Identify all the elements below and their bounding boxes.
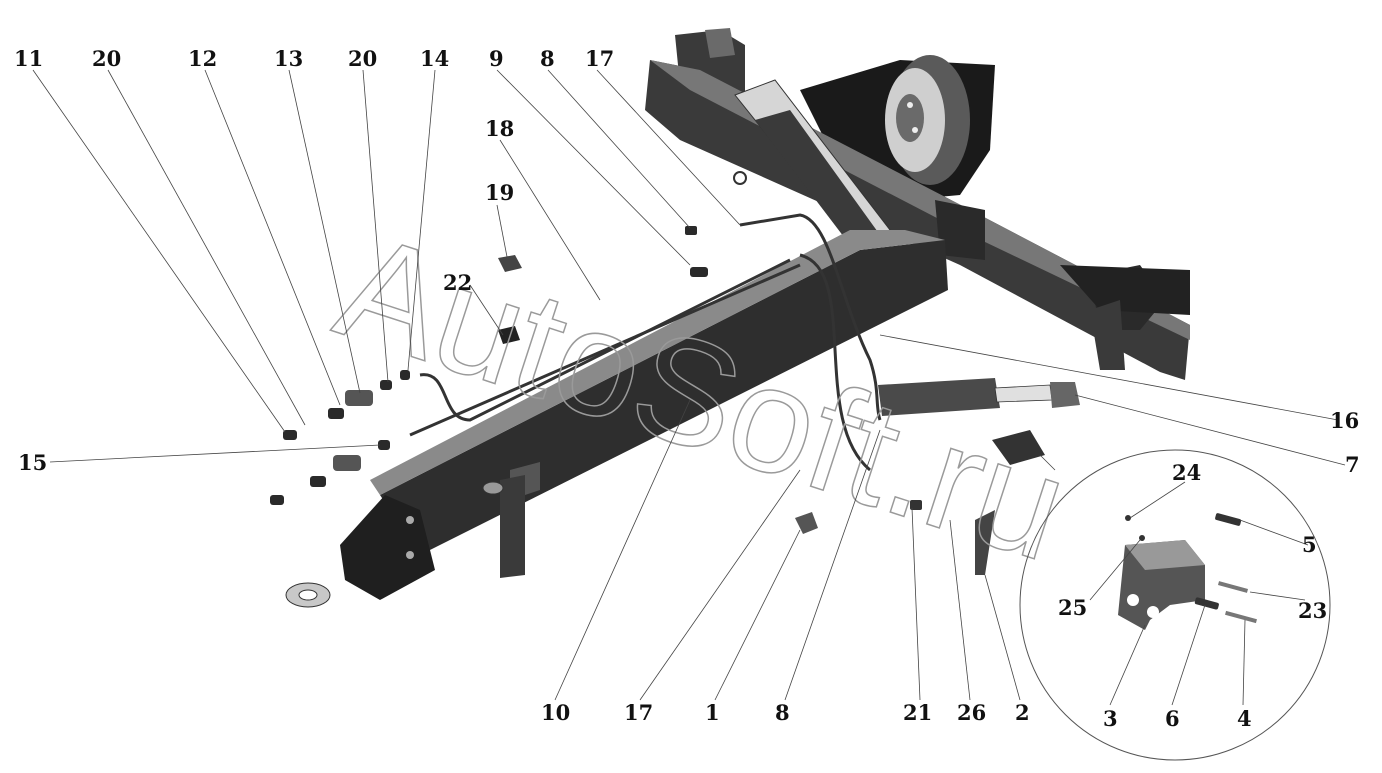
label-17-top: 17 (585, 46, 614, 71)
label-6: 6 (1165, 706, 1180, 731)
label-20-second: 20 (348, 46, 377, 71)
label-18: 18 (485, 116, 514, 141)
fittings-left (270, 226, 708, 505)
label-15: 15 (18, 450, 47, 475)
rear-frame (645, 28, 1190, 380)
label-12: 12 (188, 46, 217, 71)
label-24: 24 (1172, 460, 1201, 485)
label-14: 14 (420, 46, 449, 71)
label-5: 5 (1302, 532, 1317, 557)
label-7: 7 (1345, 452, 1360, 477)
label-19: 19 (485, 180, 514, 205)
small-parts (498, 255, 1045, 575)
label-17-bottom: 17 (624, 700, 653, 725)
label-26: 26 (957, 700, 986, 725)
drawbar (285, 230, 948, 608)
leader-lines (32, 69, 1346, 701)
label-13: 13 (274, 46, 303, 71)
part-labels: 11 20 12 13 20 14 9 8 17 18 19 22 15 16 … (14, 46, 1360, 731)
label-22: 22 (443, 270, 472, 295)
label-23: 23 (1298, 598, 1327, 623)
label-3: 3 (1103, 706, 1118, 731)
label-8-bottom: 8 (775, 700, 790, 725)
label-2: 2 (1015, 700, 1030, 725)
hoses (409, 213, 882, 472)
label-1: 1 (705, 700, 720, 725)
label-16: 16 (1330, 408, 1359, 433)
label-9: 9 (489, 46, 504, 71)
label-10: 10 (541, 700, 570, 725)
label-21: 21 (903, 700, 932, 725)
label-11: 11 (14, 46, 43, 71)
label-8-top: 8 (540, 46, 555, 71)
cylinder-lower (878, 378, 1080, 416)
label-4: 4 (1237, 706, 1252, 731)
detail-view (1019, 449, 1331, 761)
label-20: 20 (92, 46, 121, 71)
label-25: 25 (1058, 595, 1087, 620)
